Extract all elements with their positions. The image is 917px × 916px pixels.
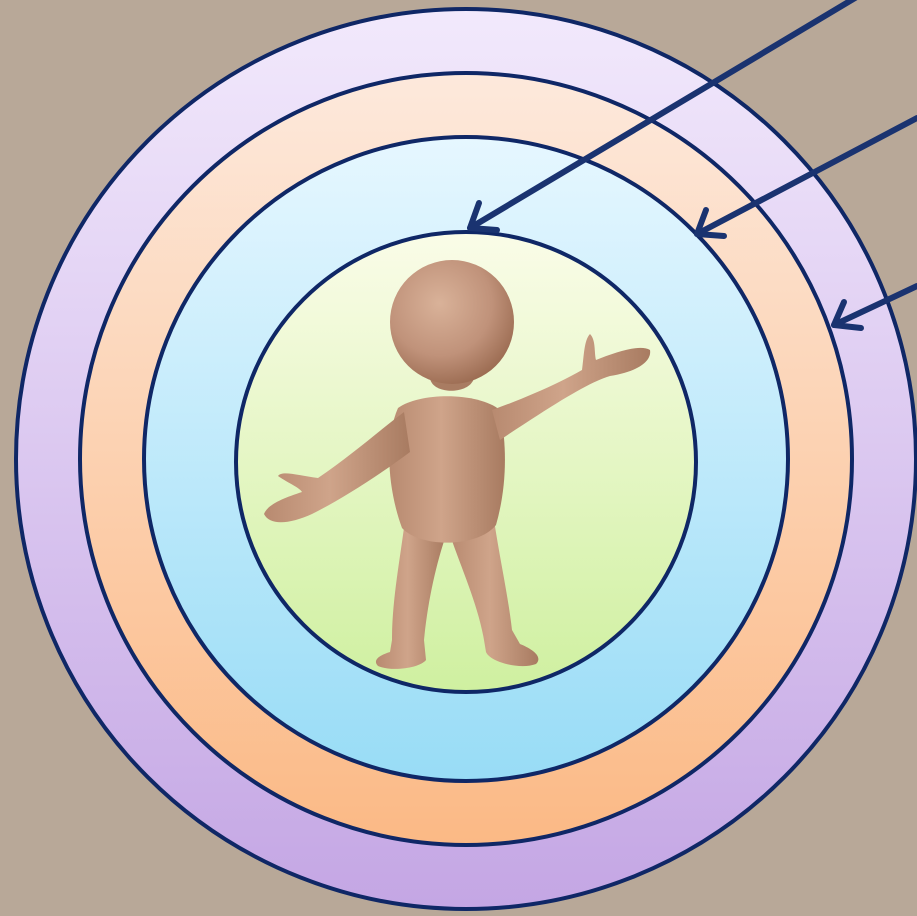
concentric-circle-diagram xyxy=(0,0,917,916)
diagram-canvas xyxy=(0,0,917,916)
